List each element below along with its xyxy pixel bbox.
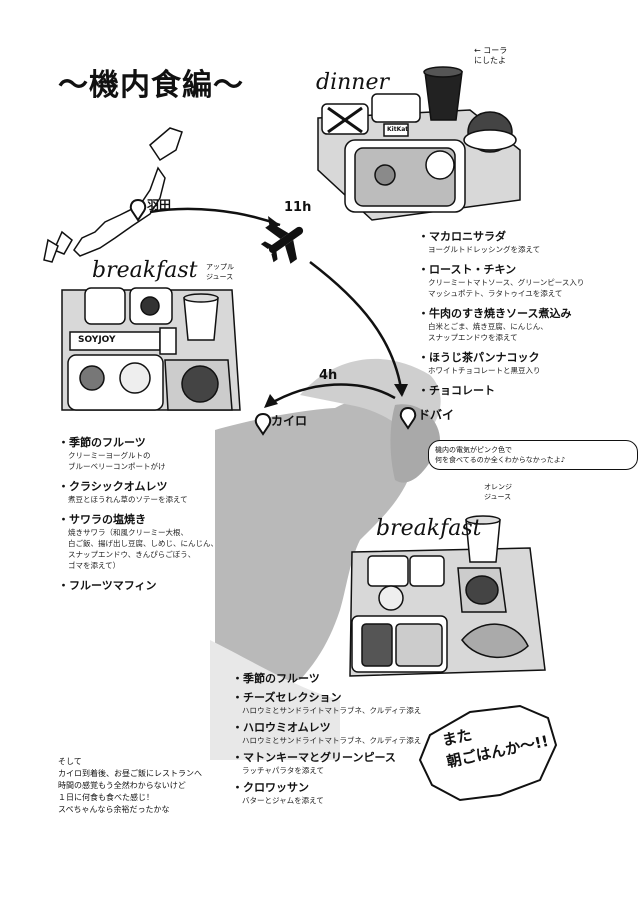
haneda-pin-icon <box>129 198 147 222</box>
flight1-duration: 11h <box>284 200 312 215</box>
soyjoy-label: SOYJOY <box>78 335 116 345</box>
flight2-duration: 4h <box>319 368 338 383</box>
cairo-pin-icon <box>254 412 272 436</box>
page-title: 〜機内食編〜 <box>58 68 244 103</box>
flight-arrow-3 <box>267 383 396 407</box>
breakfast1-label: breakfast <box>92 258 198 283</box>
cairo-label: カイロ <box>271 414 308 428</box>
dinner-label: dinner <box>316 70 389 95</box>
kitkat-label: KitKat <box>387 126 409 133</box>
dubai-pin-icon <box>399 406 417 430</box>
apple-juice-label: アップル ジュース <box>206 263 234 281</box>
breakfast2-tray <box>349 515 546 677</box>
cabin-light-note: 機内の電気がピンク色で 何を食べてるのか全くわからなかったよ♪ <box>428 440 638 470</box>
breakfast1-tray <box>61 287 241 411</box>
footer-note: そして カイロ到着後、お昼ご飯にレストランへ 時間の感覚もう全然わからないけど … <box>58 757 202 814</box>
haneda-label: 羽田 <box>147 198 172 212</box>
breakfast2-menu: 季節のフルーツ チーズセレクションハロウミとサンドライトマトラブネ、クルディテ添… <box>232 670 432 809</box>
dubai-label: ドバイ <box>418 408 455 422</box>
airplane-icon <box>260 223 304 264</box>
flight-arrow-1 <box>149 207 281 227</box>
japan-map <box>43 127 183 263</box>
orange-juice-label: オレンジ ジュース <box>484 483 512 501</box>
speech-bubble <box>418 704 558 802</box>
cola-note: ← コーラ にしたよ <box>474 46 508 65</box>
flight-arrow-2 <box>309 261 404 396</box>
menu-item: 季節のフルーツ <box>232 670 432 686</box>
breakfast2-label: breakfast <box>376 516 482 541</box>
menu-item: フルーツマフィン <box>58 577 258 593</box>
menu-item: チョコレート <box>418 382 638 398</box>
dinner-tray <box>317 66 521 221</box>
